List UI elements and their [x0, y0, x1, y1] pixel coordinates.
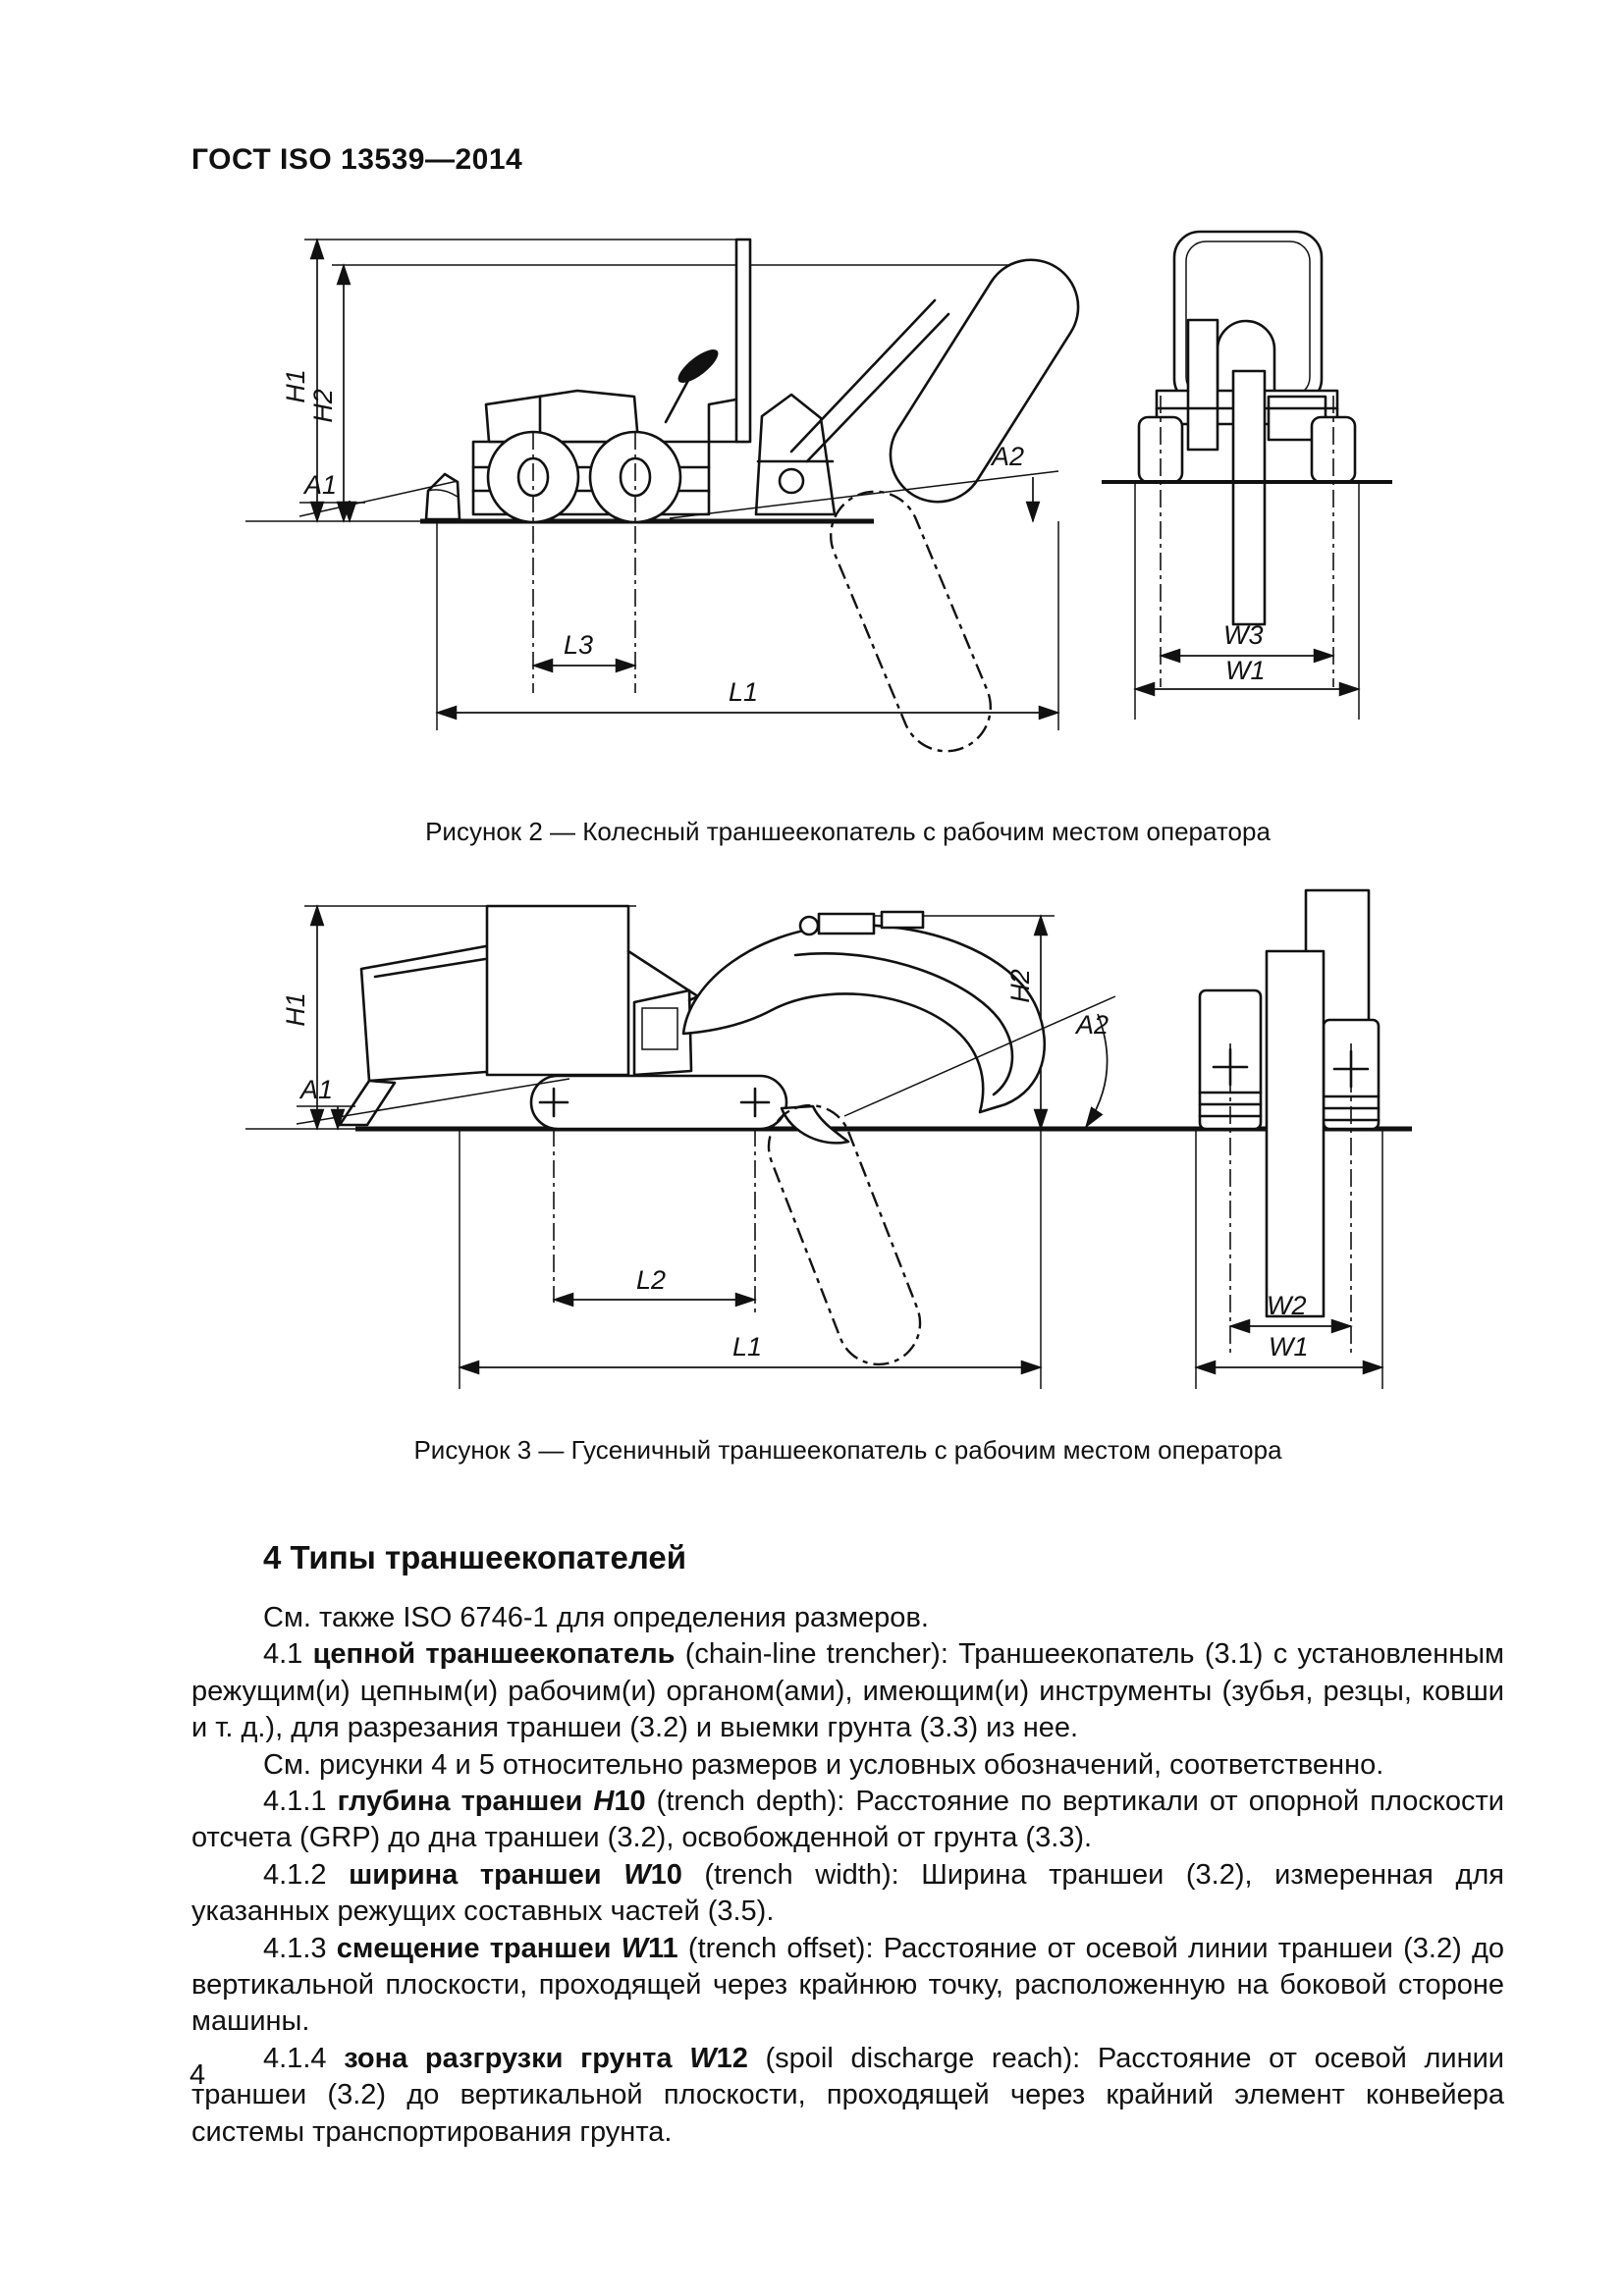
- paragraph: См. также ISO 6746-1 для определения раз…: [263, 1602, 929, 1633]
- fig3-dim-a2: A2: [1076, 1010, 1110, 1040]
- fig2-dim-a1: A1: [304, 470, 338, 500]
- paragraph: См. рисунки 4 и 5 относительно размеров …: [263, 1748, 1384, 1781]
- fig3-dim-l1: L1: [732, 1332, 763, 1362]
- figure3-drawing: [245, 888, 1412, 1389]
- fig3-dim-a1: A1: [300, 1075, 334, 1104]
- figure2-drawing: [245, 230, 1392, 753]
- page-number: 4: [189, 2059, 206, 2091]
- paragraph: 4.1.3 смещение траншеи W11 (trench offse…: [191, 1932, 1505, 2038]
- figure2-caption: Рисунок 2 — Колесный траншеекопатель с р…: [425, 817, 1271, 846]
- document-header: ГОСТ ISO 13539—2014: [191, 143, 523, 176]
- figure3: H1 H2 A1 A2 L2 L1 W2 W1: [245, 886, 1443, 1441]
- fig3-dim-h1: H1: [280, 992, 310, 1027]
- figure3-caption: Рисунок 3 — Гусеничный траншеекопатель с…: [413, 1435, 1282, 1465]
- fig3-dim-h2: H2: [1004, 969, 1035, 1003]
- fig2-dim-h1: H1: [280, 369, 310, 403]
- fig2-dim-w3: W3: [1223, 620, 1264, 650]
- paragraph: 4.1 цепной траншеекопатель (chain-line t…: [191, 1638, 1504, 1744]
- fig3-dim-l2: L2: [636, 1265, 667, 1295]
- paragraph: 4.1.2 ширина траншеи W10 (trench width):…: [191, 1858, 1504, 1928]
- body-paragraphs: См. также ISO 6746-1 для определения раз…: [191, 1600, 1504, 2151]
- section-heading: 4 Типы траншеекопателей: [263, 1539, 687, 1575]
- paragraph: 4.1.4 зона разгрузки грунта W12 (spoil d…: [191, 2042, 1505, 2148]
- fig3-dim-w2: W2: [1267, 1291, 1307, 1320]
- fig3-dim-w1: W1: [1269, 1332, 1309, 1362]
- fig2-dim-h2: H2: [307, 389, 338, 423]
- fig2-dim-a2: A2: [992, 442, 1025, 471]
- paragraph: 4.1.1 глубина траншеи H10 (trench depth)…: [191, 1786, 1504, 1854]
- fig2-dim-l1: L1: [729, 677, 759, 707]
- fig2-dim-w1: W1: [1225, 656, 1266, 685]
- figure2: H1 H2 A1 A2 L3 L1 W3 W1: [245, 224, 1424, 813]
- fig2-dim-l3: L3: [564, 630, 594, 660]
